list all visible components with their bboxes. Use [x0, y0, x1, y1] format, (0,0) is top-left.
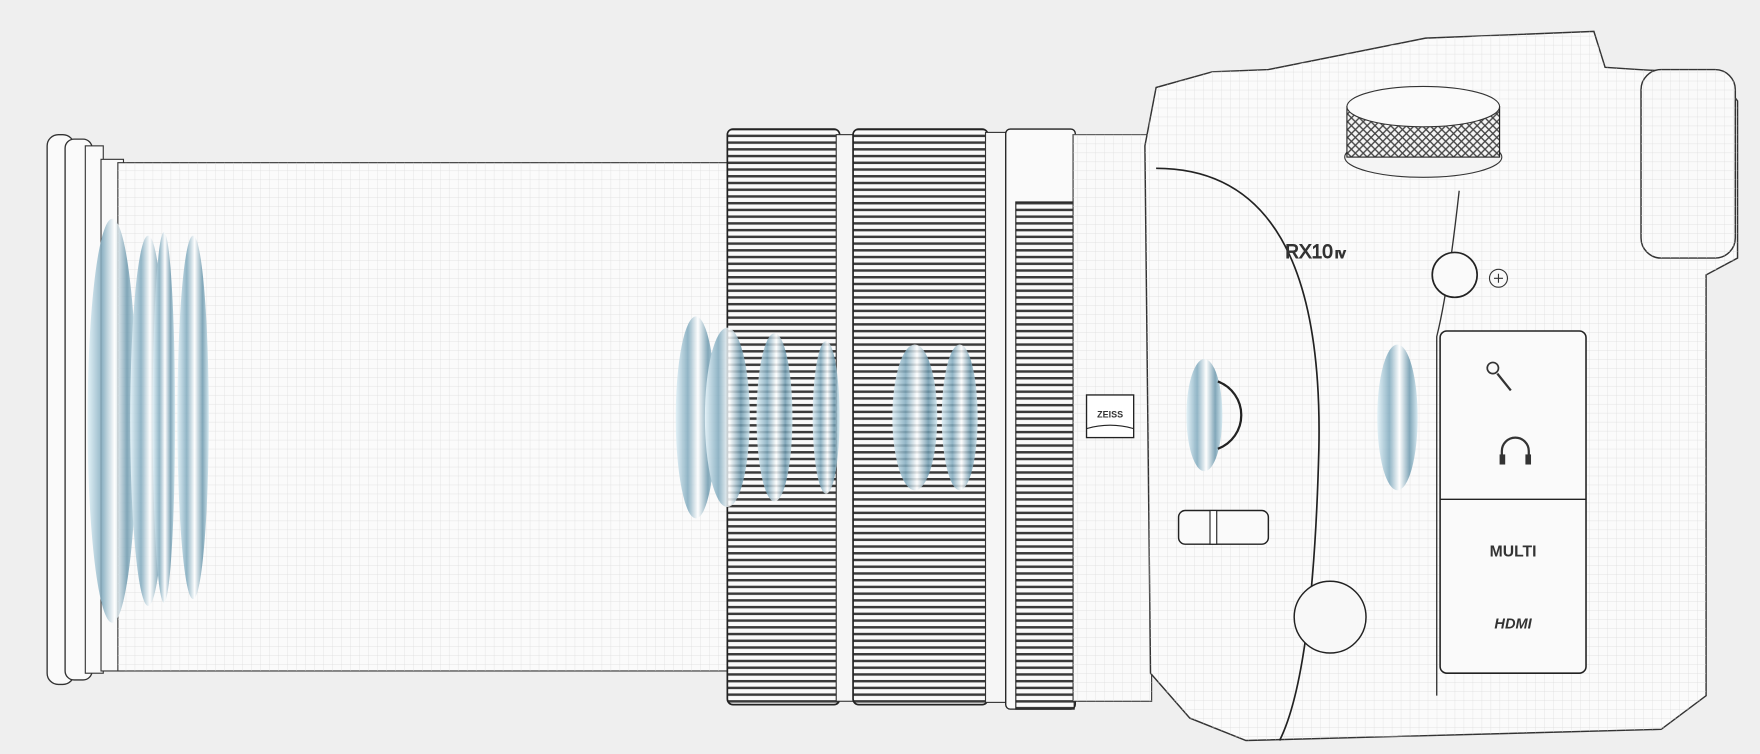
rear-lens-elements — [1186, 344, 1418, 491]
multi-port-label: MULTI — [1490, 544, 1537, 561]
svg-text:ZEISS: ZEISS — [1097, 409, 1123, 419]
viewfinder-eyecup — [1640, 68, 1737, 259]
microphone-icon — [1486, 361, 1512, 392]
mode-dial — [1344, 85, 1503, 178]
strap-lug — [1431, 251, 1478, 299]
control-knob — [1293, 580, 1367, 654]
zeiss-logo: ZEISS — [1085, 394, 1135, 439]
headphone-icon — [1499, 436, 1532, 465]
hdmi-port-label: HDMI — [1494, 616, 1532, 632]
grip-outline — [1156, 167, 1320, 741]
focus-mode-switch — [1177, 509, 1270, 545]
mount-ring — [1217, 380, 1243, 450]
middle-lens-elements — [675, 316, 978, 519]
aperture-ring — [1005, 128, 1076, 710]
port-cover: MULTI HDMI — [1439, 330, 1587, 674]
front-lens-elements — [87, 218, 209, 623]
